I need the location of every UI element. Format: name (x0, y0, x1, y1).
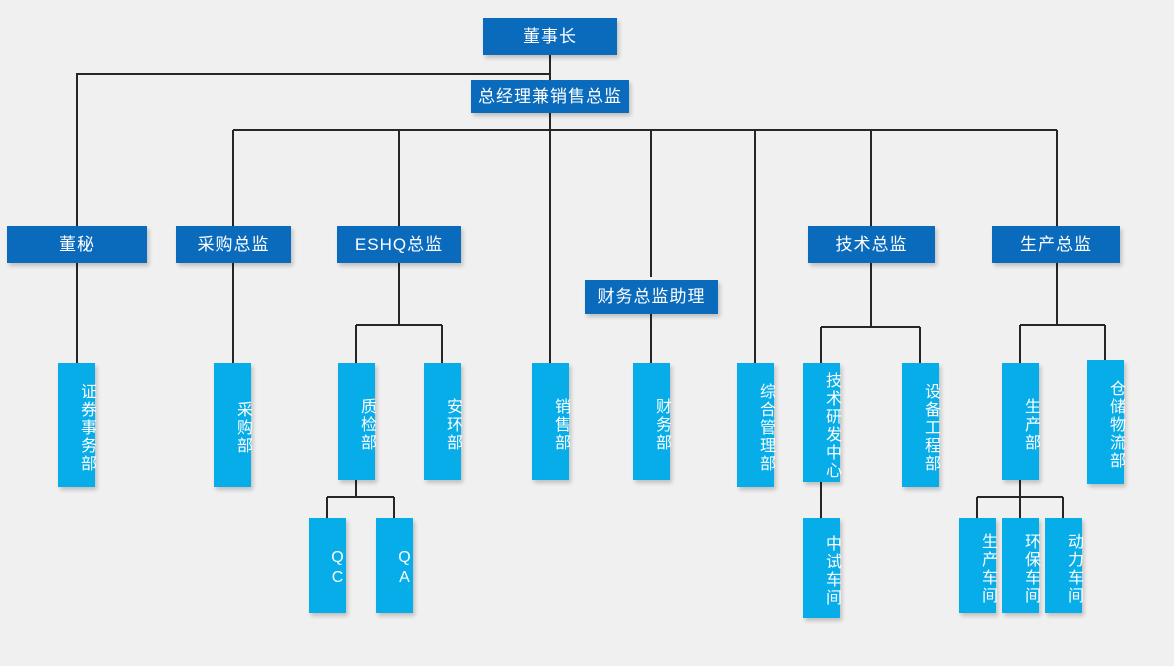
node-sales-dept[interactable]: 销售部 (532, 363, 569, 480)
node-finance-dept[interactable]: 财务部 (633, 363, 670, 480)
node-production-dept[interactable]: 生产部 (1002, 363, 1039, 480)
node-safety-environment-dept[interactable]: 安环部 (424, 363, 461, 480)
node-purchasing-dept[interactable]: 采购部 (214, 363, 251, 487)
node-power-workshop[interactable]: 动力车间 (1045, 518, 1082, 613)
node-technical-director[interactable]: 技术总监 (808, 226, 935, 263)
node-quality-inspection-dept[interactable]: 质检部 (338, 363, 375, 480)
node-qc[interactable]: QC (309, 518, 346, 613)
node-securities-affairs-dept[interactable]: 证券事务部 (58, 363, 95, 487)
node-warehouse-logistics-dept[interactable]: 仓储物流部 (1087, 360, 1124, 484)
node-environmental-workshop[interactable]: 环保车间 (1002, 518, 1039, 613)
node-equipment-engineering-dept[interactable]: 设备工程部 (902, 363, 939, 487)
node-purchasing-director[interactable]: 采购总监 (176, 226, 291, 263)
node-qa[interactable]: QA (376, 518, 413, 613)
node-rd-center[interactable]: 技术研发中心 (803, 363, 840, 482)
node-general-administration-dept[interactable]: 综合管理部 (737, 363, 774, 487)
node-finance-director-assistant[interactable]: 财务总监助理 (585, 280, 718, 314)
node-production-director[interactable]: 生产总监 (992, 226, 1120, 263)
node-eshq-director[interactable]: ESHQ总监 (337, 226, 461, 263)
node-general-manager[interactable]: 总经理兼销售总监 (471, 80, 629, 113)
node-production-workshop[interactable]: 生产车间 (959, 518, 996, 613)
node-pilot-workshop[interactable]: 中试车间 (803, 518, 840, 618)
node-chairman[interactable]: 董事长 (483, 18, 617, 55)
node-board-secretary[interactable]: 董秘 (7, 226, 147, 263)
